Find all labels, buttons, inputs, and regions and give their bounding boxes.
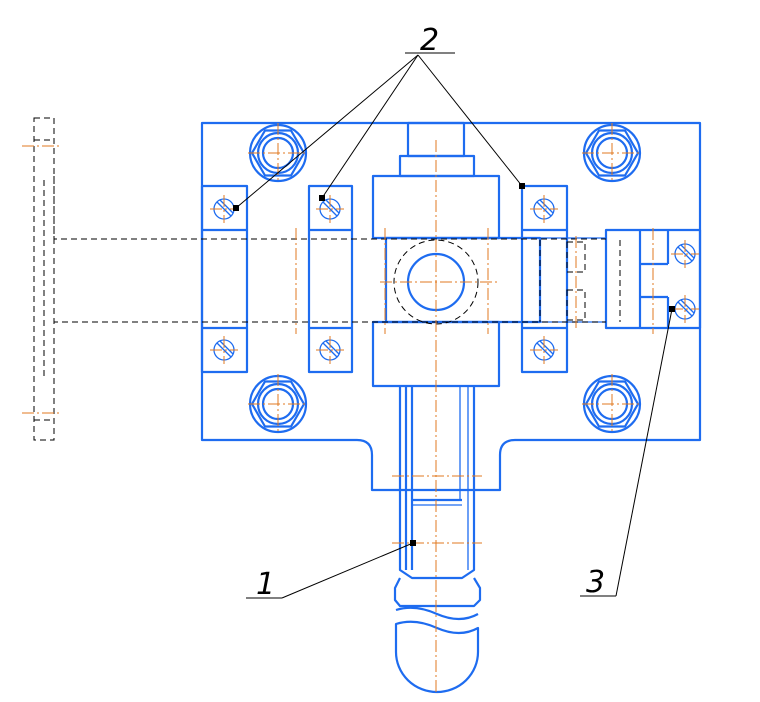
workpiece-phantom	[33, 117, 606, 441]
base-plate	[200, 121, 702, 492]
right-clamp-plate	[520, 184, 569, 374]
leader-part-2	[233, 52, 525, 211]
left-cap-plate	[200, 184, 249, 374]
label-part-3: 3	[586, 565, 605, 600]
screw-shank	[393, 386, 482, 694]
center-lines	[22, 123, 699, 694]
slider-body	[371, 121, 606, 388]
label-part-2: 2	[420, 23, 439, 58]
leader-part-1	[246, 540, 416, 599]
label-part-1: 1	[256, 567, 275, 602]
pin-hidden	[539, 240, 621, 322]
leader-part-3	[580, 306, 675, 597]
